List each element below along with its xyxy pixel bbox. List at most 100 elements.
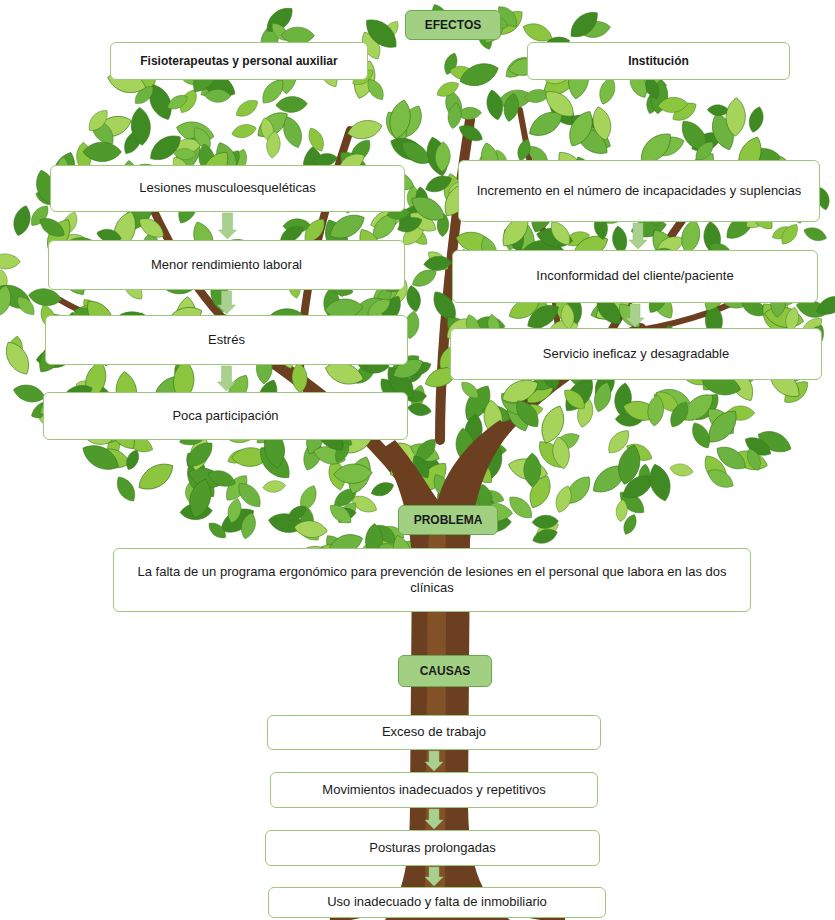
node-text: CAUSAS: [420, 664, 471, 678]
node-text: Posturas prolongadas: [369, 840, 495, 856]
node-text: Inconformidad del cliente/paciente: [536, 268, 733, 284]
tree-leaf: [446, 102, 463, 130]
group-header: Institución: [527, 42, 790, 80]
tree-leaf: [591, 380, 615, 414]
tree-leaf: [395, 214, 424, 236]
node-text: PROBLEMA: [414, 513, 483, 527]
tree-leaf: [615, 499, 629, 523]
tree-leaf: [552, 484, 574, 515]
node-text: Movimientos inadecuados y repetitivos: [322, 782, 545, 798]
node-text: Lesiones musculoesqueléticas: [139, 180, 315, 196]
tree-leaf: [205, 89, 231, 103]
tree-leaf: [502, 92, 521, 123]
tree-box: Inconformidad del cliente/paciente: [452, 250, 818, 303]
tree-box: Servicio ineficaz y desagradable: [450, 328, 822, 380]
tree-leaf: [134, 457, 179, 496]
tree-leaf: [112, 473, 139, 505]
tree-leaf: [275, 96, 307, 113]
flow-arrow: [626, 304, 644, 327]
tree-box: La falta de un programa ergonómico para …: [113, 548, 751, 612]
tree-leaf: [560, 385, 589, 413]
node-text: Servicio ineficaz y desagradable: [543, 346, 729, 362]
section-header: EFECTOS: [405, 10, 501, 40]
tree-box: Posturas prolongadas: [265, 830, 600, 866]
tree-leaf: [511, 396, 544, 432]
tree-leaf: [407, 402, 433, 418]
flow-arrow: [425, 751, 443, 771]
tree-leaf: [0, 337, 34, 378]
tree-leaf: [565, 6, 603, 42]
tree-leaf: [621, 512, 640, 536]
tree-leaf: [604, 426, 634, 457]
tree-leaf: [135, 214, 167, 243]
tree-leaf: [293, 519, 328, 540]
tree-leaf: [386, 98, 414, 141]
tree-leaf: [364, 76, 388, 103]
tree-leaf: [746, 105, 766, 134]
tree-leaf: [646, 462, 675, 504]
tree-leaf: [434, 78, 461, 100]
node-text: Estrés: [208, 332, 245, 348]
tree-leaf: [233, 96, 261, 121]
tree-leaf: [262, 480, 286, 494]
tree-leaf: [326, 500, 355, 527]
tree-leaf: [185, 477, 215, 521]
tree-leaf: [234, 478, 266, 511]
node-text: Fisioterapeutas y personal auxiliar: [140, 54, 337, 68]
tree-box: Uso inadecuado y falta de inmobiliario: [268, 887, 606, 918]
tree-leaf: [238, 511, 258, 540]
tree-leaf: [11, 204, 34, 238]
node-text: EFECTOS: [425, 18, 481, 32]
tree-leaf: [531, 526, 560, 547]
tree-leaf: [369, 479, 396, 499]
tree-leaf: [456, 121, 485, 145]
tree-leaf: [206, 467, 238, 490]
tree-leaf: [778, 221, 802, 248]
tree-leaf: [657, 96, 688, 114]
tree-leaf: [291, 362, 308, 393]
tree-leaf: [182, 437, 218, 472]
node-text: Uso inadecuado y falta de inmobiliario: [327, 894, 547, 910]
group-header: Fisioterapeutas y personal auxiliar: [110, 42, 368, 80]
tree-leaf: [85, 106, 112, 135]
tree-leaf: [546, 218, 575, 249]
tree-leaf: [524, 453, 541, 487]
tree-leaf: [78, 439, 123, 476]
tree-leaf: [13, 293, 38, 318]
tree-leaf: [230, 122, 257, 140]
tree-box: Incremento en el número de incapacidades…: [458, 160, 820, 222]
node-text: Incremento en el número de incapacidades…: [477, 183, 801, 199]
tree-leaf: [435, 141, 451, 172]
tree-leaf: [712, 441, 750, 474]
tree-leaf: [333, 463, 373, 484]
tree-leaf: [666, 399, 693, 431]
tree-leaf: [279, 114, 305, 150]
tree-leaf: [457, 59, 502, 91]
tree-leaf: [407, 191, 449, 227]
section-header: PROBLEMA: [398, 505, 498, 535]
tree-leaf: [0, 284, 14, 317]
tree-leaf: [423, 172, 454, 196]
tree-leaf: [165, 92, 190, 113]
tree-leaf: [704, 465, 736, 492]
tree-leaf: [590, 105, 614, 142]
tree-leaf: [560, 303, 576, 330]
tree-box: Estrés: [45, 315, 408, 365]
node-text: Institución: [628, 54, 689, 68]
flow-arrow: [219, 213, 237, 239]
tree-box: Menor rendimiento laboral: [48, 240, 405, 290]
tree-leaf: [405, 284, 423, 313]
tree-box: Exceso de trabajo: [267, 715, 601, 750]
tree-leaf: [423, 255, 452, 271]
tree-leaf: [12, 382, 47, 406]
tree-box: Poca participación: [43, 392, 408, 440]
tree-leaf: [646, 394, 665, 427]
tree-leaf: [83, 142, 121, 161]
tree-box: Movimientos inadecuados y repetitivos: [270, 772, 598, 808]
tree-leaf: [725, 97, 746, 136]
tree-leaf: [702, 405, 743, 449]
tree-box: Lesiones musculoesqueléticas: [50, 165, 405, 212]
tree-leaf: [515, 137, 533, 163]
tree-leaf: [265, 131, 281, 159]
